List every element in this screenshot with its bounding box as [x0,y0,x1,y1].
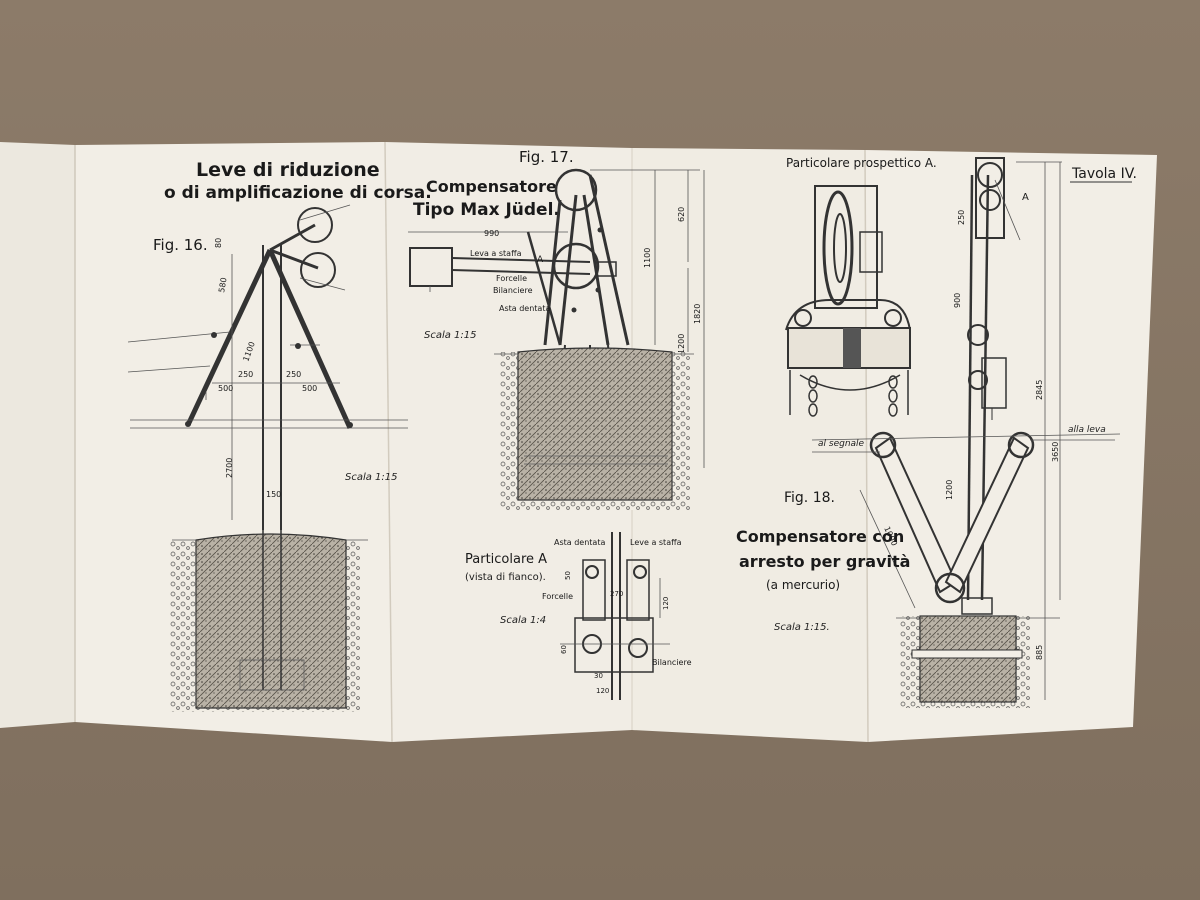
fig16-dim-2700: 2700 [225,458,234,478]
prospettico-title: Particolare prospettico A. [786,156,937,170]
fig17-dim-1200: 1200 [677,334,686,354]
fig18-title-line1: Compensatore con [736,527,904,546]
particolare-a-label-bilanciere: Bilanciere [652,658,692,667]
particolare-a-dim-120-horizontal: 120 [596,687,609,695]
fig17-title-line2: Tipo Max Jüdel. [413,200,560,220]
fig16-lever-drawing [127,204,408,530]
particolare-a-drawing [560,532,670,700]
fig16-dim-80: 80 [214,238,223,248]
figure-18: Tavola IV. [736,157,1137,708]
fig18-dim-885: 885 [1035,645,1044,660]
fig16-dim-500-right: 500 [302,384,317,393]
particolare-a-dim-270: 270 [610,590,623,598]
fig17-mechanism-drawing [408,168,700,471]
fig17-foundation [494,347,694,510]
fig17-label: Fig. 17. [519,148,574,166]
figure-16: Leve di riduzione o di amplificazione di… [127,159,432,712]
fig17-dim-620: 620 [677,207,686,222]
fig18-label-al-segnale: al segnale [818,439,865,449]
fig17-part-labels: Leva a staffa Forcelle Bilanciere Asta d… [470,249,550,313]
particolare-a: Particolare A (vista di fianco). Scala 1… [465,532,692,700]
fig16-dim-500-left: 500 [218,384,233,393]
fig17-label-asta-dentata: Asta dentata [499,304,550,313]
figure-17: Fig. 17. Compensatore Tipo Max Jüdel. [408,148,705,510]
particolare-a-dim-60: 60 [560,645,568,654]
fig18-part-labels: al segnale alla leva A [818,192,1106,449]
fig16-title-line1: Leve di riduzione [196,159,380,181]
fig18-dim-250: 250 [957,210,966,225]
fig17-label-forcelle: Forcelle [496,274,527,283]
fig18-label: Fig. 18. [784,490,835,506]
fig16-dim-250-left: 250 [238,370,253,379]
particolare-a-labels: Asta dentata Leve a staffa Forcelle Bila… [542,538,692,667]
fig17-dim-1820: 1820 [693,304,702,324]
particolare-a-title: Particolare A [465,552,547,567]
particolare-a-dim-30: 30 [594,672,603,680]
prospettico-drawing [785,185,911,417]
fig17-dim-990: 990 [484,229,499,238]
particolare-a-dim-120-vertical: 120 [662,597,670,610]
tavola-number: Tavola IV. [1071,166,1137,182]
fig18-foundation [896,615,1060,708]
fig16-foundation [170,530,368,712]
fig18-scale: Scala 1:15. [774,622,830,633]
particolare-a-label-leve-a-staffa: Leve a staffa [630,538,682,547]
particolare-a-subtitle: (vista di fianco). [465,572,546,583]
particolare-a-dim-50: 50 [564,571,572,580]
fig17-scale: Scala 1:15 [424,330,477,341]
fig16-title-line2: o di amplificazione di corsa. [164,183,432,203]
particolare-a-scale: Scala 1:4 [500,615,546,626]
fig17-dim-1100: 1100 [643,248,652,268]
fig17-label-a: A [537,255,544,265]
particolare-a-label-forcelle: Forcelle [542,592,573,601]
fig18-title-line3: (a mercurio) [766,578,840,592]
fig18-title-line2: arresto per gravità [739,552,910,571]
particolare-a-dimensions: 50 270 120 60 30 120 [560,571,670,695]
fig17-label-bilanciere: Bilanciere [493,286,533,295]
fig16-dim-580: 580 [217,277,229,294]
fig16-scale: Scala 1:15 [345,472,398,483]
fig16-dim-150: 150 [266,490,281,499]
fig18-label-a: A [1022,192,1029,203]
fig18-label-alla-leva: alla leva [1068,425,1106,435]
fig16-label: Fig. 16. [153,236,208,254]
fig18-dim-3650: 3650 [1051,442,1060,462]
fig18-mechanism-drawing [811,157,1121,700]
particolare-prospettico-a: Particolare prospettico A. [785,156,937,417]
particolare-a-label-asta-dentata: Asta dentata [554,538,605,547]
fig18-dim-1200: 1200 [945,480,954,500]
fig17-title-line1: Compensatore [426,177,557,196]
fig18-dim-2845: 2845 [1035,380,1044,400]
fig17-label-leva-a-staffa: Leva a staffa [470,249,522,258]
fig16-dim-250-right: 250 [286,370,301,379]
fig18-dim-900: 900 [953,293,962,308]
